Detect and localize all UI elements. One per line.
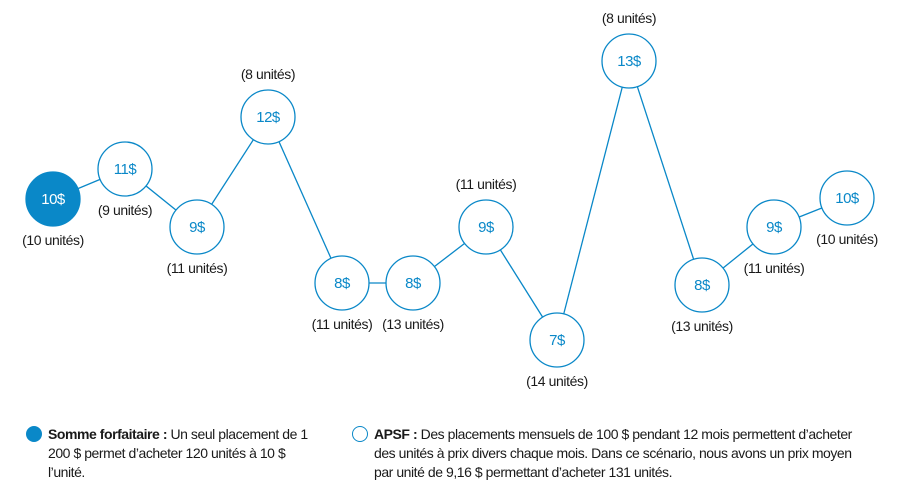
price-label: 11$	[114, 161, 138, 178]
filled-circle-icon	[26, 426, 42, 442]
price-node: 10$ (10 unités)	[22, 171, 84, 248]
units-label: (14 unités)	[526, 373, 588, 389]
outline-circle	[529, 312, 585, 368]
legend-apsf-title: APSF :	[374, 426, 418, 442]
price-label: 7$	[549, 332, 566, 349]
price-label: 12$	[256, 109, 281, 126]
price-node: 12$ (8 unités)	[240, 66, 296, 145]
price-label: 8$	[405, 275, 422, 292]
price-node: 8$ (13 unités)	[671, 257, 733, 334]
outline-circle-icon	[352, 426, 368, 442]
legend-lump-sum-text: Un seul placement de 1 200 $ permet d’ac…	[48, 426, 308, 480]
connector-line	[267, 116, 343, 284]
price-label: 8$	[334, 275, 351, 292]
price-node: 8$ (11 unités)	[312, 255, 373, 332]
legend-lump-sum: Somme forfaitaire : Un seul placement de…	[26, 425, 318, 482]
price-nodes: 10$ (10 unités) 11$ (9 unités) 9$ (11 unités)…	[22, 10, 878, 389]
price-node: 9$ (11 unités)	[456, 176, 517, 255]
outline-circle	[458, 199, 514, 255]
price-label: 9$	[478, 219, 495, 236]
price-label: 9$	[766, 219, 783, 236]
outline-circle	[240, 89, 296, 145]
units-label: (9 unités)	[98, 202, 152, 218]
outline-circle	[169, 199, 225, 255]
price-node: 9$ (11 unités)	[744, 199, 805, 276]
outline-circle	[601, 33, 657, 89]
outline-circle	[385, 255, 441, 311]
price-node: 10$ (10 unités)	[816, 170, 878, 247]
units-label: (11 unités)	[744, 260, 805, 276]
filled-circle	[25, 171, 81, 227]
price-label: 8$	[694, 277, 711, 294]
legend-lump-sum-title: Somme forfaitaire :	[48, 426, 168, 442]
outline-circle	[314, 255, 370, 311]
units-label: (10 unités)	[816, 231, 878, 247]
outline-circle	[674, 257, 730, 313]
connector-line	[628, 60, 703, 286]
units-label: (11 unités)	[167, 260, 228, 276]
price-node: 8$ (13 unités)	[382, 255, 444, 332]
connector-line	[556, 60, 630, 341]
price-label: 9$	[189, 219, 206, 236]
units-label: (13 unités)	[671, 318, 733, 334]
price-label: 10$	[835, 190, 860, 207]
units-label: (11 unités)	[312, 316, 373, 332]
units-label: (8 unités)	[602, 10, 656, 26]
price-path-diagram: 10$ (10 unités) 11$ (9 unités) 9$ (11 unités)…	[22, 10, 878, 389]
price-node: 13$ (8 unités)	[601, 10, 657, 89]
units-label: (8 unités)	[241, 66, 295, 82]
outline-circle	[819, 170, 875, 226]
legend-apsf-text: Des placements mensuels de 100 $ pendant…	[374, 426, 852, 480]
legend-apsf: APSF : Des placements mensuels de 100 $ …	[352, 425, 854, 482]
price-node: 11$ (9 unités)	[97, 141, 153, 218]
outline-circle	[97, 141, 153, 197]
units-label: (13 unités)	[382, 316, 444, 332]
units-label: (10 unités)	[22, 232, 84, 248]
price-node: 7$ (14 unités)	[526, 312, 588, 389]
price-node: 9$ (11 unités)	[167, 199, 228, 276]
units-label: (11 unités)	[456, 176, 517, 192]
price-label: 13$	[617, 53, 642, 70]
price-label: 10$	[41, 191, 66, 208]
connector-lines	[52, 60, 848, 341]
outline-circle	[746, 199, 802, 255]
